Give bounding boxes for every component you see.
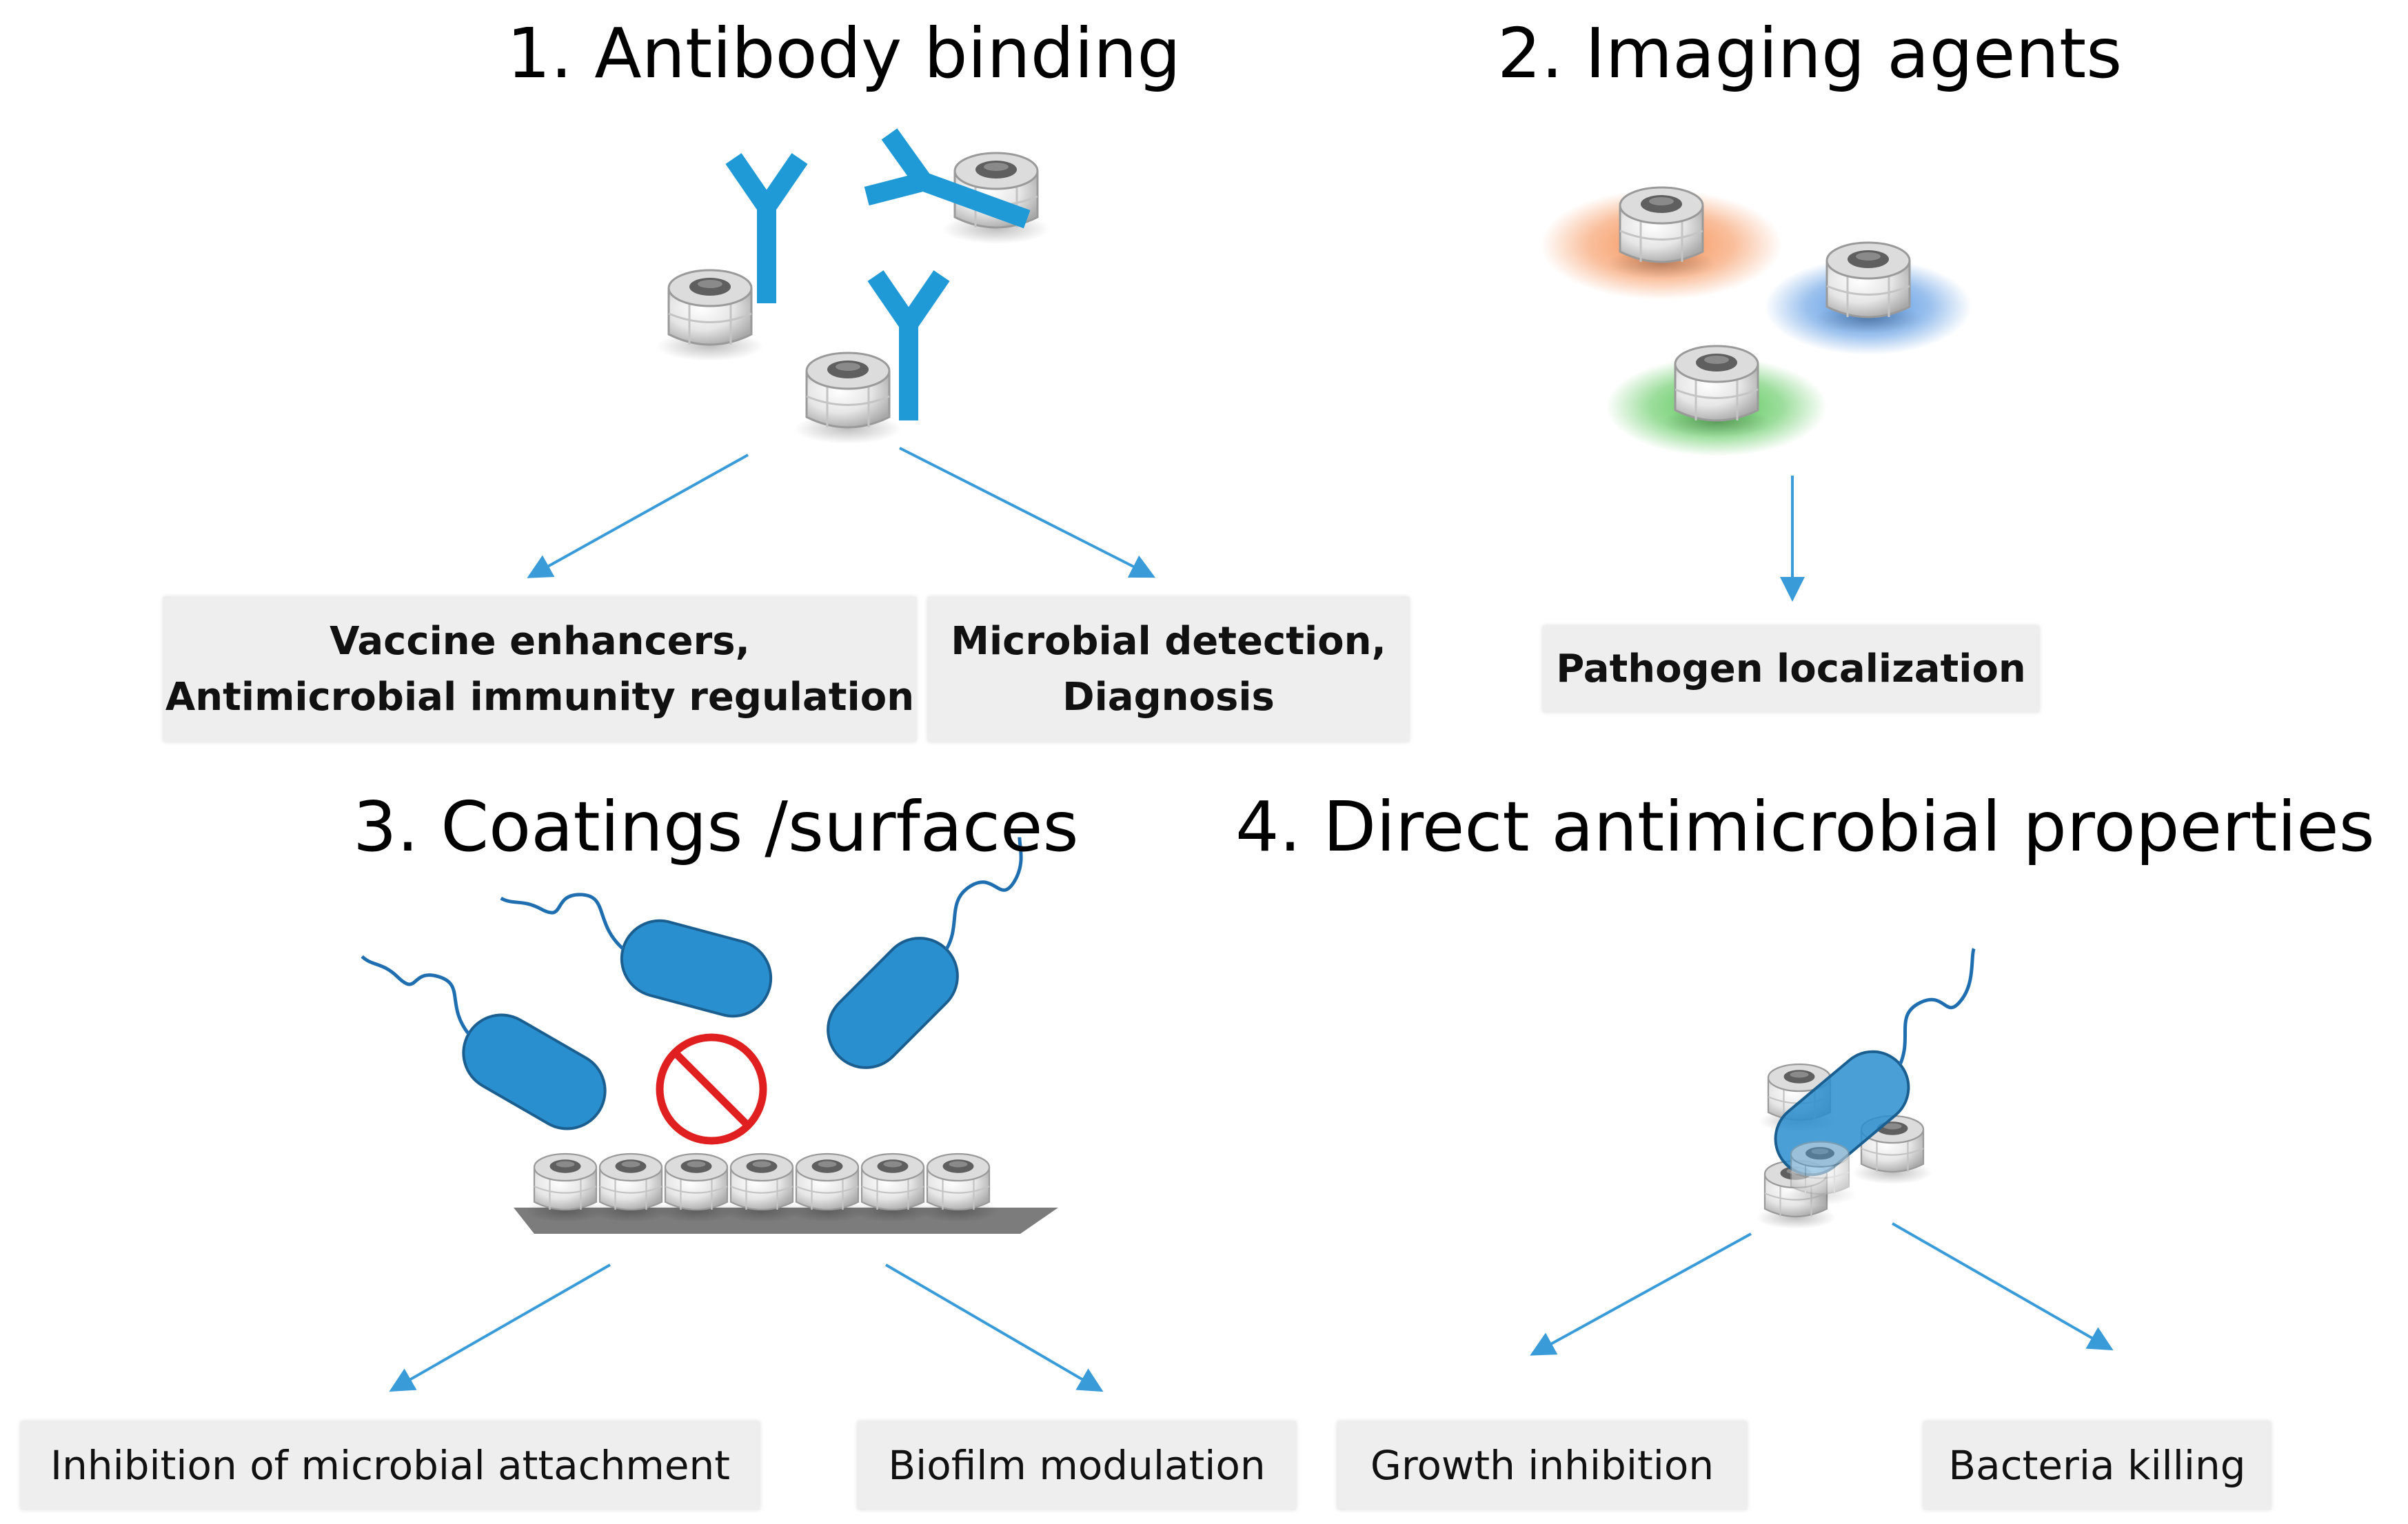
detection-line-2: Diagnosis: [1062, 675, 1275, 720]
box-vaccine-enhancers: Vaccine enhancers, Antimicrobial immunit…: [163, 597, 916, 742]
box-growth-inhibition: Growth inhibition: [1337, 1421, 1747, 1510]
imaging-illustration: [1541, 186, 1972, 456]
antibody-illustration: [655, 128, 1051, 445]
title-coatings-surfaces: 3. Coatings /surfaces: [353, 786, 1079, 867]
box-inhibition-attachment: Inhibition of microbial attachment: [21, 1421, 760, 1510]
detection-line-1: Microbial detection,: [951, 618, 1386, 664]
title-direct-antimicrobial: 4. Direct antimicrobial properties: [1235, 786, 2375, 867]
vaccine-line-2: Antimicrobial immunity regulation: [165, 675, 915, 720]
arrow-to-killing: [1892, 1222, 2114, 1350]
arrow-to-growth: [1530, 1232, 1752, 1356]
coating-illustration: [361, 837, 1058, 1234]
direct-illustration: [1754, 948, 1976, 1230]
arrow-to-vaccine: [527, 454, 749, 578]
arrow-to-inhibition: [389, 1263, 611, 1392]
prohibit-icon: [656, 1033, 767, 1145]
title-imaging-agents: 2. Imaging agents: [1497, 13, 2123, 94]
vaccine-line-1: Vaccine enhancers,: [330, 618, 750, 664]
bacterium: [812, 837, 1023, 1084]
title-antibody-binding: 1. Antibody binding: [507, 13, 1181, 94]
box-pathogen-localization: Pathogen localization: [1543, 626, 2039, 712]
box-microbial-detection: Microbial detection, Diagnosis: [928, 597, 1409, 742]
arrow-to-biofilm: [884, 1263, 1104, 1392]
bacterium: [500, 893, 781, 1026]
box-bacteria-killing: Bacteria killing: [1923, 1421, 2271, 1510]
box-biofilm-modulation: Biofilm modulation: [858, 1421, 1296, 1510]
arrow-to-detection: [899, 447, 1156, 578]
bacterium: [361, 955, 620, 1144]
